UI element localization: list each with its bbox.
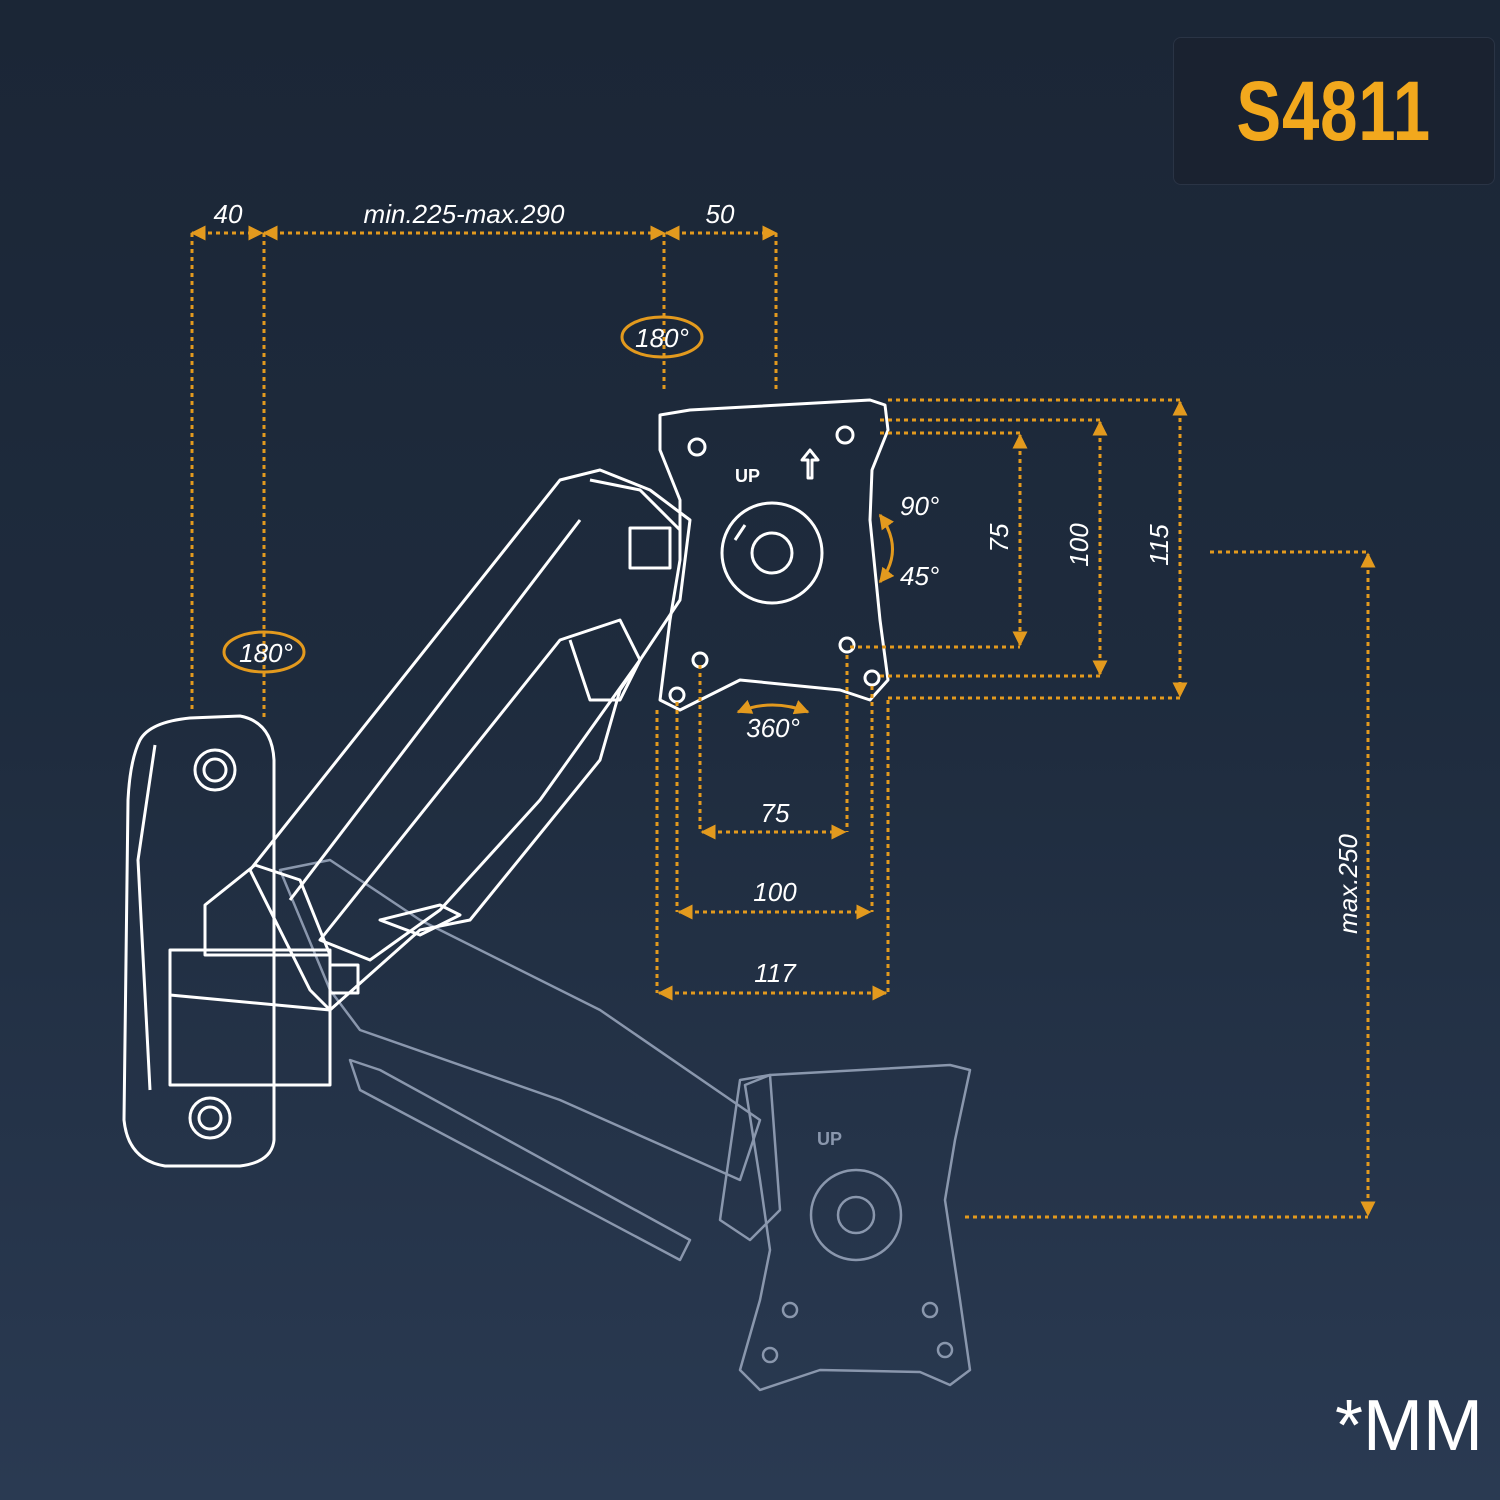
bottom-dimension-lines xyxy=(655,655,890,1001)
dim-arm-reach: min.225-max.290 xyxy=(364,199,565,229)
model-number: S4811 xyxy=(1236,63,1432,158)
dim-plate-height: 115 xyxy=(1144,524,1174,566)
rot-wall-swivel: 180° xyxy=(239,638,293,668)
unit-label: *MM xyxy=(1335,1386,1483,1466)
rot-tilt-up: 90° xyxy=(900,491,939,521)
ghost-arm-outline xyxy=(278,858,782,1262)
rot-head-swivel: 180° xyxy=(635,323,689,353)
up-mark: UP xyxy=(735,466,760,486)
right-dimension-lines xyxy=(850,398,1376,1219)
rotation-marker xyxy=(736,699,810,715)
vesa-plate: UP xyxy=(658,398,890,712)
dim-plate-width: 117 xyxy=(754,958,797,988)
rot-tilt-down: 45° xyxy=(900,561,939,591)
wall-plate xyxy=(122,714,276,1168)
wall-swivel-marker xyxy=(222,630,306,674)
top-dimension-lines xyxy=(190,225,778,720)
dim-head-offset: 50 xyxy=(706,199,735,229)
dim-wall-offset: 40 xyxy=(214,199,243,229)
ghost-up-mark: UP xyxy=(817,1129,842,1149)
head-swivel-marker xyxy=(620,315,704,359)
ghost-vesa-plate: UP xyxy=(738,1063,972,1392)
rot-rotation: 360° xyxy=(746,713,800,743)
dim-vesa-h-small: 75 xyxy=(761,798,790,828)
wall-pivot xyxy=(168,863,332,1087)
dim-vesa-v-medium: 100 xyxy=(1064,523,1094,567)
upper-arm xyxy=(248,468,692,1012)
tilt-marker xyxy=(878,513,895,584)
dim-vesa-h-medium: 100 xyxy=(753,877,797,907)
dim-height-adjust: max.250 xyxy=(1333,834,1363,934)
model-badge: S4811 xyxy=(1173,37,1495,185)
dim-vesa-v-small: 75 xyxy=(984,523,1014,552)
